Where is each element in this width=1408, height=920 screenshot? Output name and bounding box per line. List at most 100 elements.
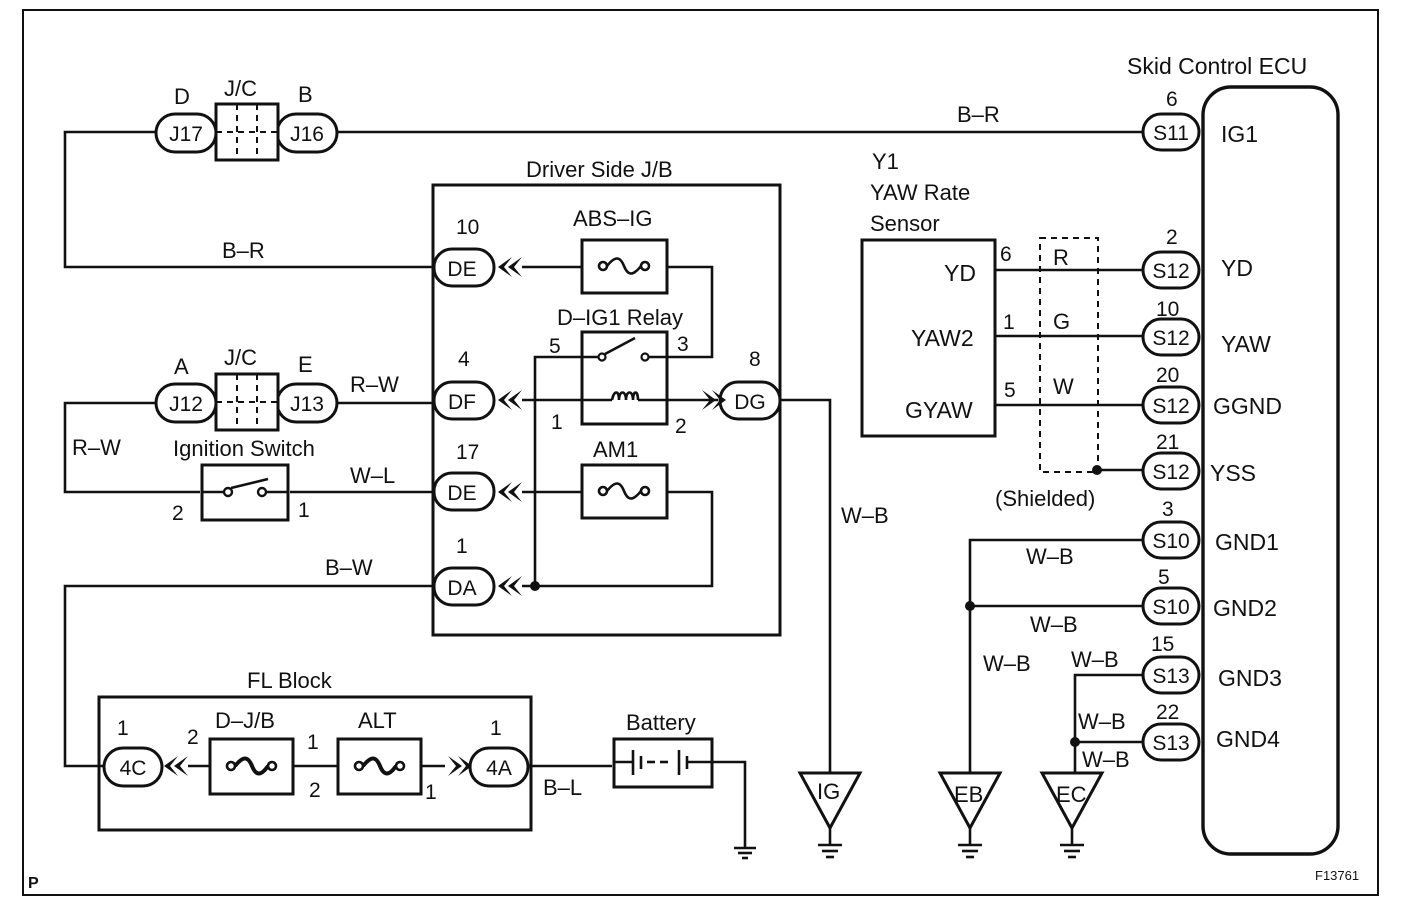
- ecu-conn-yss: S12: [1152, 461, 1189, 484]
- ecu-term-gnd4: GND4: [1216, 726, 1280, 752]
- driver-jb-box: [431, 183, 782, 637]
- wire-wb-ec: W–B: [1082, 747, 1130, 772]
- conn-df: DF: [448, 391, 476, 414]
- corner-p: P: [28, 875, 39, 892]
- abs-ig-label: ABS–IG: [573, 206, 652, 231]
- jc-top-right-letter: B: [298, 82, 313, 107]
- skid-control-ecu: [1201, 85, 1340, 856]
- wires: [63, 130, 1145, 848]
- pin-dg: 8: [749, 348, 761, 371]
- fl-pin-right: 1: [490, 717, 502, 740]
- wire-br-top: B–R: [957, 102, 1000, 127]
- conn-dg: DG: [734, 391, 766, 414]
- fl-block-box: [97, 695, 533, 832]
- shield-label: (Shielded): [995, 486, 1095, 511]
- wire-wb-eb: W–B: [983, 651, 1031, 676]
- ecu-conn-ig1: S11: [1153, 122, 1189, 145]
- wire-wb-gnd2: W–B: [1030, 612, 1078, 637]
- relay-label: D–IG1 Relay: [557, 305, 683, 330]
- conn-de-2: DE: [447, 482, 476, 505]
- jc-top-left-letter: D: [174, 84, 190, 109]
- alt-pin-2: 2: [309, 779, 321, 802]
- shield-color-r: R: [1053, 245, 1069, 270]
- ecu-term-gnd2: GND2: [1213, 595, 1277, 621]
- sensor-pin-6: 6: [1000, 243, 1012, 266]
- sensor-name-1: YAW Rate: [870, 180, 970, 205]
- jb-internal-wiring: [522, 265, 718, 588]
- jc-mid-left-letter: A: [174, 354, 189, 379]
- wire-wb-gnd1: W–B: [1026, 544, 1074, 569]
- d-ig1-relay: [580, 330, 669, 426]
- fl-pin-left: 1: [117, 717, 129, 740]
- fl-label: FL Block: [247, 668, 333, 693]
- relay-pin-1: 1: [551, 411, 563, 434]
- relay-pin-5: 5: [549, 335, 561, 358]
- relay-pin-3: 3: [677, 333, 689, 356]
- jc-mid-right-letter: E: [298, 352, 313, 377]
- ecu-term-gnd1: GND1: [1215, 529, 1279, 555]
- ecu-conn-gnd1: S10: [1152, 530, 1189, 553]
- jb-title: Driver Side J/B: [526, 157, 673, 182]
- ecu-conn-yd: S12: [1152, 260, 1189, 283]
- ecu-connectors: [1141, 112, 1201, 762]
- jc-mid-label: J/C: [224, 345, 257, 370]
- ecu-pin-yss: 21: [1156, 431, 1179, 454]
- djb-label: D–J/B: [215, 708, 275, 733]
- ecu-pin-gnd3: 15: [1151, 633, 1174, 656]
- alt-pin-1: 1: [425, 781, 437, 804]
- ecu-term-ig1: IG1: [1221, 121, 1258, 147]
- ecu-conn-yaw: S12: [1152, 327, 1189, 350]
- alt-label: ALT: [358, 708, 397, 733]
- figure-id: F13761: [1315, 868, 1359, 883]
- ecu-conn-gnd2: S10: [1152, 596, 1189, 619]
- wire-bw: B–W: [325, 555, 373, 580]
- ecu-term-gnd3: GND3: [1218, 665, 1282, 691]
- yaw-rate-sensor: [860, 238, 997, 438]
- ignition-pin-right: 1: [298, 499, 310, 522]
- ecu-term-ggnd: GGND: [1213, 393, 1282, 419]
- pin-de2: 17: [456, 441, 479, 464]
- jc-top: [154, 102, 339, 162]
- ecu-conn-gnd3: S13: [1152, 665, 1189, 688]
- conn-da: DA: [447, 577, 476, 600]
- conn-j17: J17: [169, 123, 203, 146]
- sensor-term-yd: YD: [944, 260, 976, 286]
- conn-j13: J13: [290, 393, 324, 416]
- ground-ig: [797, 771, 863, 859]
- battery-label: Battery: [626, 710, 696, 735]
- sensor-pin-5: 5: [1004, 379, 1016, 402]
- sensor-code: Y1: [872, 149, 899, 174]
- wire-bl: B–L: [543, 775, 582, 800]
- jb-connectors: [432, 247, 782, 607]
- sensor-term-yaw2: YAW2: [911, 325, 974, 351]
- ignition-pin-left: 2: [172, 502, 184, 525]
- conn-4c-shape: [102, 746, 164, 788]
- conn-j12: J12: [169, 393, 203, 416]
- djb-pin-1: 1: [307, 731, 319, 754]
- ignition-label: Ignition Switch: [173, 436, 315, 461]
- ecu-pin-ig1: 6: [1166, 88, 1178, 111]
- conn-j16: J16: [290, 123, 324, 146]
- conn-4c: 4C: [120, 757, 147, 780]
- ecu-conn-ggnd: S12: [1152, 395, 1189, 418]
- am1-label: AM1: [593, 437, 638, 462]
- sensor-name-2: Sensor: [870, 211, 940, 236]
- ecu-pin-yd: 2: [1166, 226, 1178, 249]
- pin-df: 4: [458, 348, 470, 371]
- frame: [22, 9, 1379, 896]
- ground-ig-label: IG: [817, 779, 840, 804]
- pin-da: 1: [456, 535, 468, 558]
- pin-de1: 10: [456, 216, 479, 239]
- jc-mid: [154, 372, 339, 432]
- shield-color-w: W: [1053, 374, 1074, 399]
- shield-box: [1039, 237, 1099, 473]
- ecu-conn-gnd4: S13: [1152, 732, 1189, 755]
- wire-rw-left: R–W: [72, 435, 121, 460]
- sensor-term-gyaw: GYAW: [905, 397, 973, 423]
- ecu-pin-ggnd: 20: [1156, 364, 1179, 387]
- wire-wb-gnd4: W–B: [1078, 709, 1126, 734]
- wire-wb-ig: W–B: [841, 503, 889, 528]
- ecu-pin-gnd4: 22: [1156, 701, 1179, 724]
- wire-wl: W–L: [350, 463, 395, 488]
